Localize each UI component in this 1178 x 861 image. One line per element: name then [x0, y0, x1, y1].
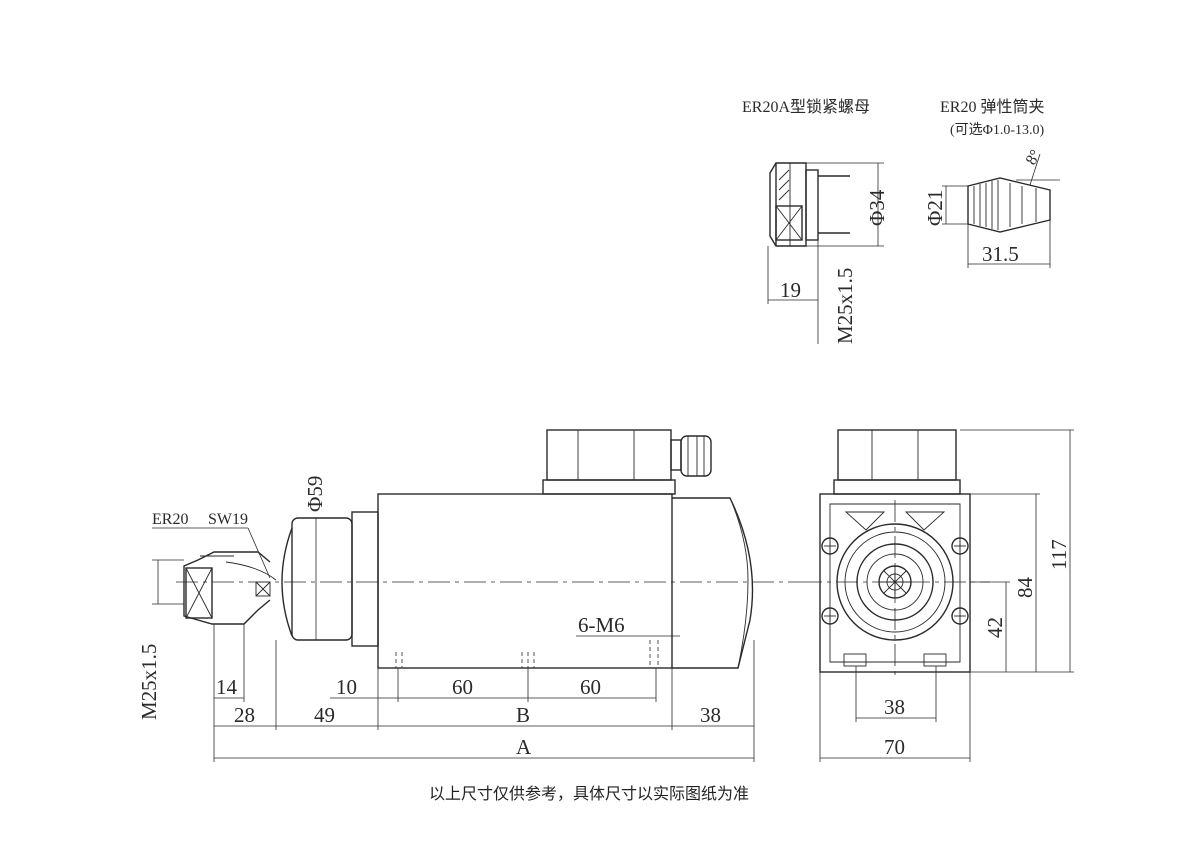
collet-length-label: 31.5 — [982, 242, 1019, 266]
dim-38-end: 38 — [884, 695, 905, 719]
nut-dia-label: Φ34 — [865, 189, 889, 226]
collet-dia-label: Φ21 — [923, 190, 947, 226]
holes-label: 6-M6 — [578, 613, 625, 637]
dim-b: B — [516, 703, 530, 727]
dim-70: 70 — [884, 735, 905, 759]
collet-title: ER20 弹性筒夹 — [940, 98, 1044, 116]
end-view: 117 84 42 38 70 — [800, 429, 1074, 762]
dim-84: 84 — [1013, 577, 1037, 599]
nut-length-label: 19 — [780, 278, 801, 302]
dim-60b: 60 — [580, 675, 601, 699]
collet-angle-label: 8° — [1023, 147, 1045, 168]
disclaimer-note: 以上尺寸仅供参考，具体尺寸以实际图纸为准 — [428, 784, 749, 803]
side-er20-label: ER20 — [152, 511, 188, 528]
dim-38-side: 38 — [700, 703, 721, 727]
dim-60a: 60 — [452, 675, 473, 699]
lock-nut-drawing: ER20A型锁紧螺母 Φ34 19 M25x1.5 — [742, 98, 889, 344]
dim-14: 14 — [216, 675, 238, 699]
dim-117: 117 — [1047, 539, 1071, 570]
dim-42: 42 — [983, 617, 1007, 638]
side-view: 6-M6 ER20 SW19 Φ59 M25x1.5 14 10 60 60 — [137, 429, 800, 762]
collet-drawing: ER20 弹性筒夹 (可选Φ1.0-13.0) 8° Φ21 31.5 — [923, 98, 1060, 268]
nut-thread-label: M25x1.5 — [833, 268, 857, 344]
dim-49: 49 — [314, 703, 335, 727]
side-thread-label: M25x1.5 — [137, 644, 161, 720]
nut-title: ER20A型锁紧螺母 — [742, 98, 870, 116]
dim-a: A — [516, 735, 532, 759]
body-dia-label: Φ59 — [303, 476, 327, 512]
collet-range: (可选Φ1.0-13.0) — [950, 122, 1045, 138]
dim-10: 10 — [336, 675, 357, 699]
dim-28: 28 — [234, 703, 255, 727]
side-sw19-label: SW19 — [208, 511, 248, 528]
